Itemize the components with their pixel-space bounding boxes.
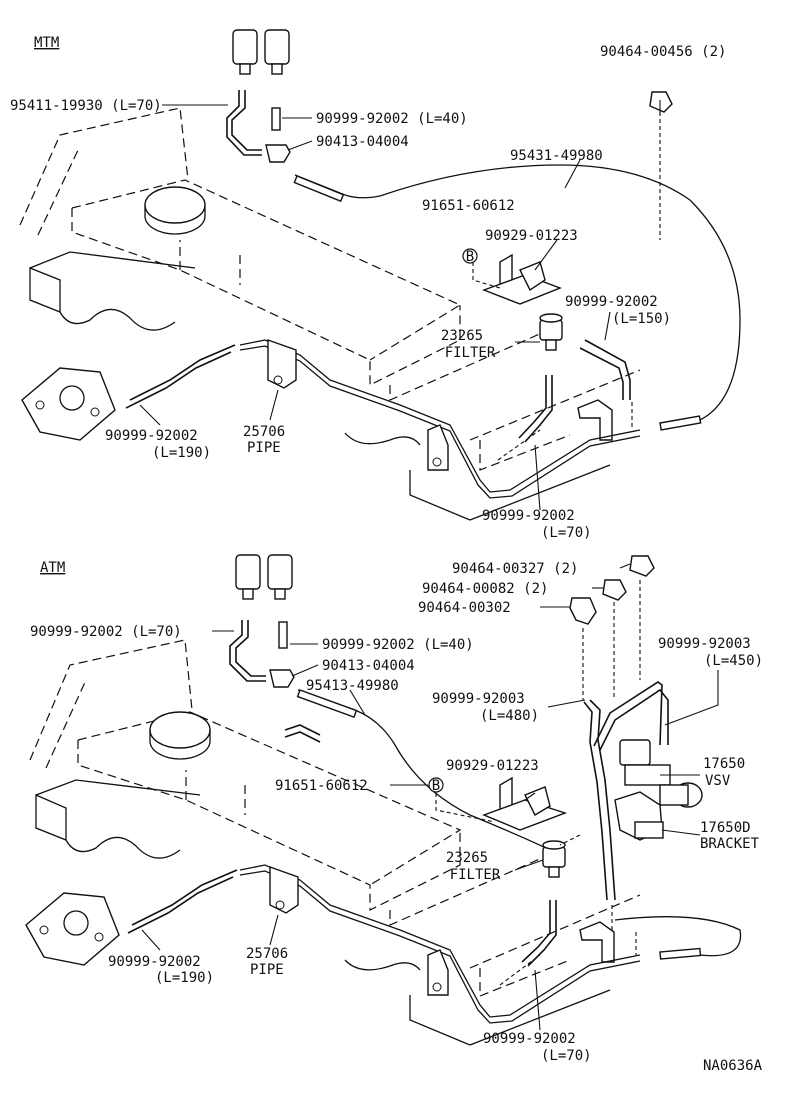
atm-label-hose-480-len: (L=480) [480, 708, 539, 724]
mtm-label-hose-190: 90999-92002 [105, 428, 198, 444]
mtm-label-hose-150-len: (L=150) [612, 311, 671, 327]
mtm-label-hose-150: 90999-92002 [565, 294, 658, 310]
mtm-actuator-left [21, 367, 116, 441]
mtm-hose-150 [584, 339, 631, 400]
mtm-label-95431: 95431-49980 [510, 148, 603, 164]
atm-label-vsv-no: 17650 [703, 756, 745, 772]
atm-label-pipe-no: 25706 [246, 946, 288, 962]
atm-label-bracket-no: 17650D [700, 820, 751, 836]
svg-text:B: B [432, 778, 440, 794]
atm-hose-450 [599, 688, 669, 751]
mtm-label-filter-no: 23265 [441, 328, 483, 344]
atm-actuator-left [25, 892, 120, 966]
mtm-hose-190 [129, 344, 236, 401]
atm-clamp-327-icon [629, 555, 655, 577]
figure-code: NA0636A [703, 1058, 763, 1074]
mtm-label-hose-40: 90999-92002 (L=40) [316, 111, 468, 127]
mtm-ref-b-marker: B [462, 248, 478, 265]
mtm-hose-40 [271, 107, 281, 131]
atm-label-hose-480: 90999-92003 [432, 691, 525, 707]
atm-ref-b-marker: B [428, 777, 444, 794]
mtm-joint [265, 144, 291, 163]
mtm-label-95411: 95411-19930 (L=70) [10, 98, 162, 114]
atm-label-vsv-name: VSV [705, 773, 731, 789]
atm-label-hose-70b-len: (L=70) [541, 1048, 592, 1064]
mtm-label-90464: 90464-00456 (2) [600, 44, 726, 60]
atm-hose-70a [235, 620, 266, 677]
atm-label-hose-190-len: (L=190) [155, 970, 214, 986]
atm-engine-outline [29, 639, 641, 1046]
atm-hose-190 [131, 869, 238, 926]
atm-label-clamp-082: 90464-00082 (2) [422, 581, 548, 597]
mtm-actuators [232, 29, 290, 75]
mtm-hose-95431 [294, 164, 741, 426]
atm-vsv-icon [619, 739, 703, 808]
atm-label-90413: 90413-04004 [322, 658, 415, 674]
atm-label-filter-name: FILTER [450, 867, 501, 883]
svg-text:B: B [466, 249, 474, 265]
mtm-label-filter-name: FILTER [445, 345, 496, 361]
atm-title: ATM [40, 560, 65, 576]
mtm-hose-95411 [231, 90, 262, 151]
mtm-label-90413: 90413-04004 [316, 134, 409, 150]
atm-hose-40 [278, 621, 288, 649]
atm-actuators [235, 554, 293, 600]
atm-section: ATM [25, 554, 763, 1064]
atm-label-91651: 91651-60612 [275, 778, 368, 794]
atm-joint [269, 669, 295, 688]
atm-label-pipe-name: PIPE [250, 962, 284, 978]
atm-label-hose-70a: 90999-92002 (L=70) [30, 624, 182, 640]
atm-label-hose-70b: 90999-92002 [483, 1031, 576, 1047]
mtm-label-hose-70: 90999-92002 [482, 508, 575, 524]
mtm-engine-outline [19, 107, 641, 521]
mtm-label-hose-190-len: (L=190) [152, 445, 211, 461]
mtm-title: MTM [34, 35, 59, 51]
atm-label-hose-190: 90999-92002 [108, 954, 201, 970]
mtm-label-pipe-no: 25706 [243, 424, 285, 440]
atm-label-bracket-name: BRACKET [700, 836, 760, 852]
atm-label-95413: 95413-49980 [306, 678, 399, 694]
atm-clamp-302-icon [569, 597, 597, 625]
atm-hose-480 [589, 699, 616, 901]
mtm-clamp-icon [649, 91, 673, 113]
atm-filter-icon [542, 840, 566, 878]
mtm-section: MTM [10, 29, 741, 541]
mtm-label-90929: 90929-01223 [485, 228, 578, 244]
atm-label-clamp-302: 90464-00302 [418, 600, 511, 616]
atm-bracket [482, 776, 568, 831]
atm-label-hose-450: 90999-92003 [658, 636, 751, 652]
atm-label-hose-450-len: (L=450) [704, 653, 763, 669]
atm-vsv-bracket-icon [614, 791, 664, 841]
mtm-label-hose-70-len: (L=70) [541, 525, 592, 541]
atm-clamp-082-icon [602, 579, 627, 601]
atm-label-filter-no: 23265 [446, 850, 488, 866]
atm-label-hose-40: 90999-92002 (L=40) [322, 637, 474, 653]
mtm-label-91651: 91651-60612 [422, 198, 515, 214]
mtm-label-pipe-name: PIPE [247, 440, 281, 456]
mtm-filter-icon [539, 313, 563, 351]
mtm-bracket [472, 253, 562, 305]
atm-label-90929: 90929-01223 [446, 758, 539, 774]
atm-label-clamp-327: 90464-00327 (2) [452, 561, 578, 577]
